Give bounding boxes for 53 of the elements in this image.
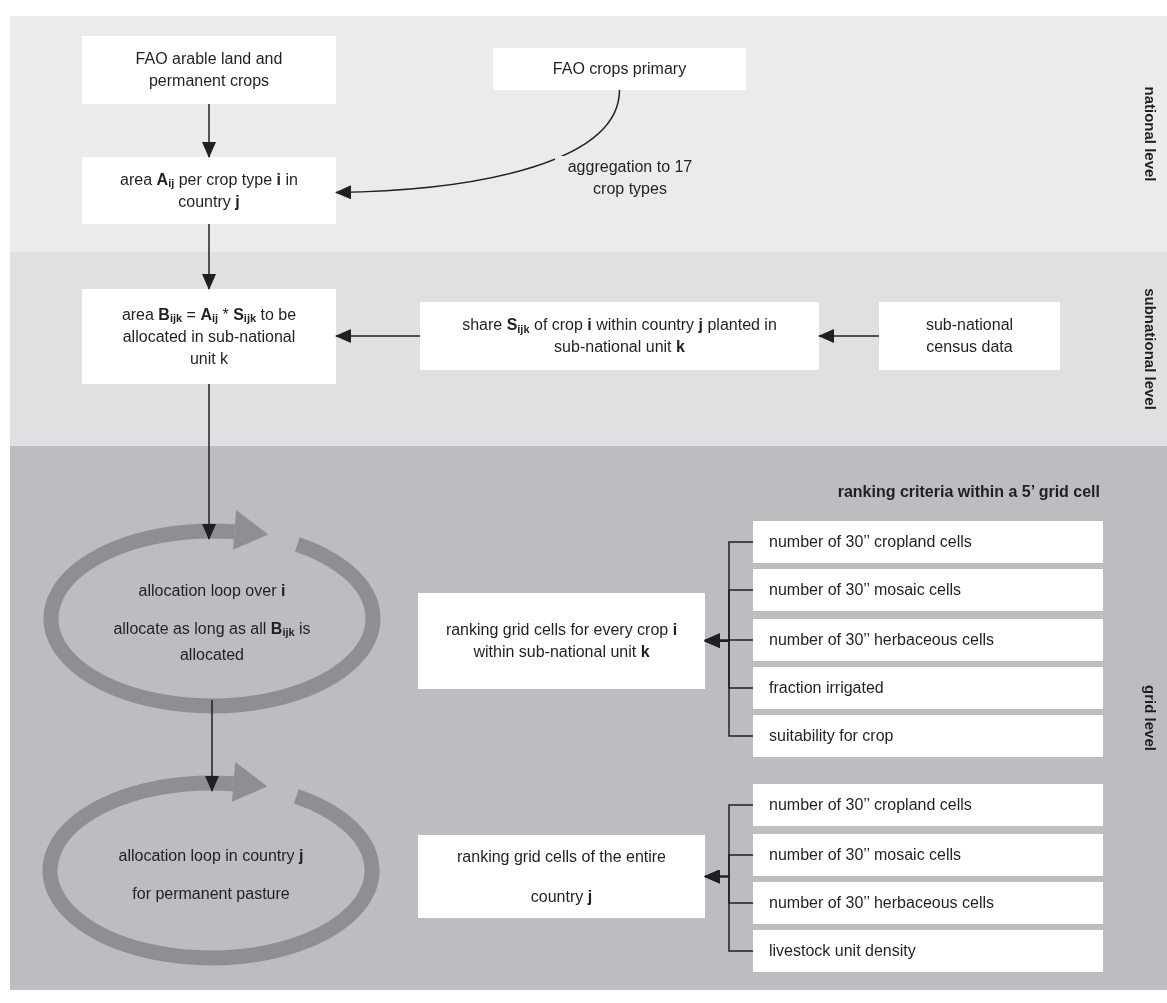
criterion-text: number of 30’’ mosaic cells: [769, 580, 962, 600]
criterion-box: [753, 834, 1103, 876]
criterion-box: [753, 619, 1103, 661]
arrow: [704, 869, 754, 952]
level-label: subnational level: [1141, 288, 1160, 410]
level-band: [10, 16, 1167, 252]
box-text: ranking grid cells of the entire country j: [456, 846, 667, 907]
criterion-text: number of 30’’ mosaic cells: [769, 845, 962, 865]
criterion-text: livestock unit density: [769, 941, 916, 961]
process-box: [82, 289, 336, 384]
loop-text: allocation loop over i: [138, 580, 286, 601]
level-label: grid level: [1141, 685, 1160, 751]
process-box: [82, 157, 336, 224]
process-box: [420, 302, 819, 370]
box-text: area A$_{ij}$ per crop type i in country j: [119, 169, 299, 212]
level-band: [10, 446, 1167, 990]
criterion-box: [753, 667, 1103, 709]
level-label: national level: [1141, 86, 1160, 182]
criterion-text: number of 30’’ herbaceous cells: [769, 630, 995, 650]
loop-text: for permanent pasture: [131, 883, 291, 904]
arrow: [202, 103, 216, 158]
criterion-box: [753, 521, 1103, 563]
arrow: [202, 383, 216, 540]
criterion-text: number of 30’’ cropland cells: [769, 795, 972, 815]
criterion-text: suitability for crop: [769, 726, 894, 746]
process-box: [418, 835, 705, 918]
loop-text: allocation loop in country j: [118, 845, 304, 866]
process-box: [418, 593, 705, 689]
criterion-box: [753, 930, 1103, 972]
box-text: FAO arable land and permanent crops: [134, 49, 284, 91]
criterion-text: number of 30’’ herbaceous cells: [769, 893, 995, 913]
criterion-box: [753, 715, 1103, 757]
box-text: share S$_{ijk}$ of crop i within country j planted in sub-national unit k: [461, 315, 778, 357]
criterion-box: [753, 784, 1103, 826]
box-text: ranking grid cells for every crop i within sub-national unit k: [444, 620, 679, 662]
process-box: [493, 48, 746, 90]
criteria-heading: ranking criteria within a 5’ grid cell: [836, 482, 1100, 502]
box-text: FAO crops primary: [552, 59, 687, 79]
level-band: [10, 252, 1167, 446]
arrow: [202, 223, 216, 290]
criterion-box: [753, 569, 1103, 611]
box-text: area B$_{ijk}$ = A$_{ij}$ *S$_{ijk}$ to be allocated in sub-national unit k: [120, 304, 298, 369]
arrow: [335, 329, 421, 343]
process-box: [82, 36, 336, 104]
box-text: sub-national census data: [924, 315, 1015, 357]
arrow: [205, 699, 219, 792]
criterion-box: [753, 882, 1103, 924]
arrow: [818, 329, 880, 343]
process-box: [879, 302, 1060, 370]
loop-text: allocate as long as all B$_{ijk}$ is allocated: [112, 618, 312, 665]
criterion-text: number of 30’’ cropland cells: [769, 532, 972, 552]
arrow: [335, 89, 621, 200]
criterion-text: fraction irrigated: [769, 678, 884, 698]
